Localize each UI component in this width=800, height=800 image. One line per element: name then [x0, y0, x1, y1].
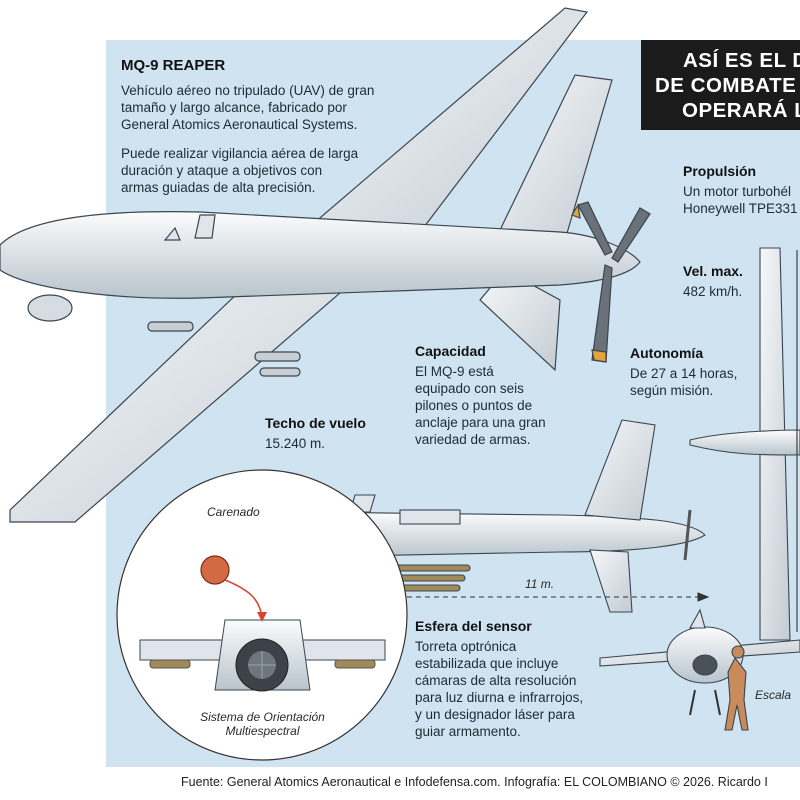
title-line-2: DE COMBATE	[655, 74, 797, 97]
intro-paragraph-2: Puede realizar vigilancia aérea de larga…	[121, 146, 359, 195]
title-line-1: ASÍ ES EL D	[683, 49, 800, 72]
title-box: ASÍ ES EL D DE COMBATE OPERARÁ LA	[641, 40, 800, 130]
spec-vel-max: Vel. max. 482 km/h.	[683, 263, 743, 299]
main-drone	[0, 7, 651, 523]
spec-capacidad: Capacidad El MQ-9 está equipado con seis…	[415, 343, 546, 447]
title-line-3: OPERARÁ LA	[682, 99, 800, 122]
front-view-drone	[599, 608, 800, 731]
top-view-drone	[689, 247, 800, 641]
sensor-highlight	[200, 555, 267, 622]
carenado-label: Carenado	[207, 505, 260, 519]
spec-techo: Techo de vuelo 15.240 m.	[265, 415, 366, 451]
length-label: 11 m.	[525, 577, 555, 591]
footer-credits: Fuente: General Atomics Aeronautical e I…	[181, 775, 768, 789]
spec-autonomia: Autonomía De 27 a 14 horas, según misión…	[630, 345, 738, 398]
intro-paragraph-1: Vehículo aéreo no tripulado (UAV) de gra…	[121, 83, 375, 132]
intro-heading: MQ-9 REAPER	[121, 57, 226, 74]
footer: Fuente: General Atomics Aeronautical e I…	[0, 770, 800, 800]
spec-propulsion: Propulsión Un motor turbohél Honeywell T…	[683, 163, 798, 216]
spec-esfera: Esfera del sensor Torreta optrónica esta…	[415, 618, 584, 739]
escala-label: Escala	[755, 688, 792, 702]
